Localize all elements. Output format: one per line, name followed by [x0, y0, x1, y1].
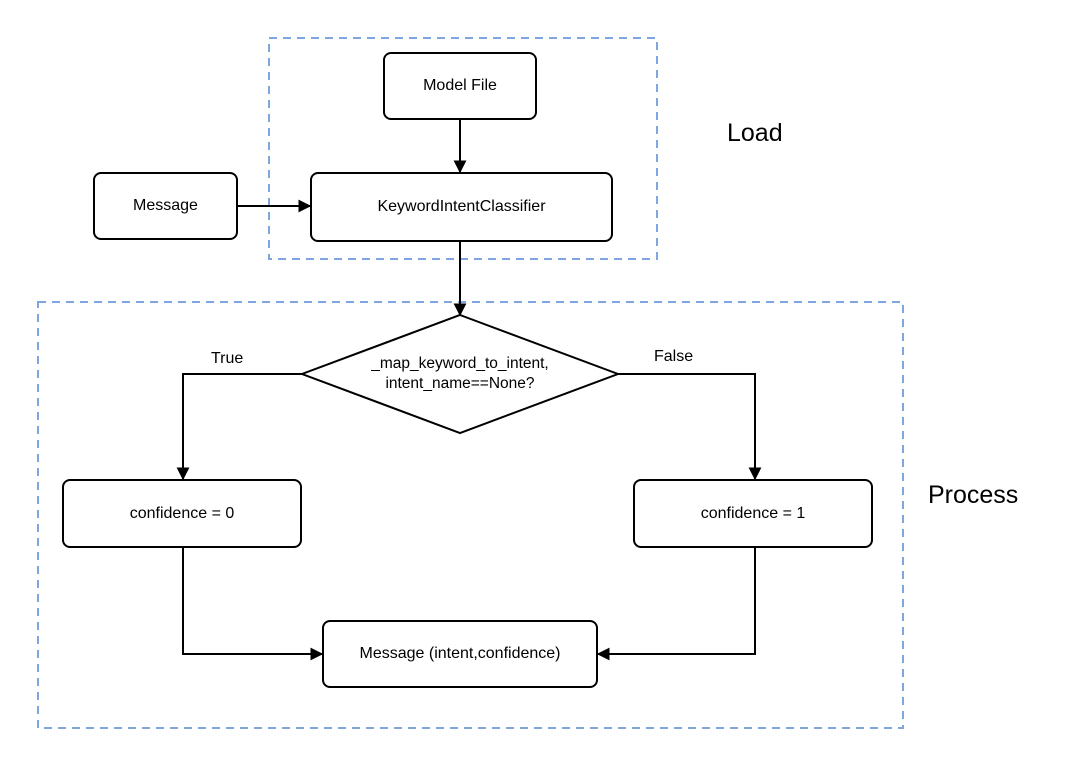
node-message-input-label: Message	[133, 197, 198, 214]
decision-diamond-label: _map_keyword_to_intent, intent_name==Non…	[371, 354, 549, 392]
node-confidence-0-label: confidence = 0	[129, 504, 235, 522]
node-message-input: Message	[93, 172, 238, 240]
edge-decision-false-to-confidence1	[618, 373, 762, 481]
process-group-boundary	[37, 301, 904, 729]
node-confidence-1-label: confidence = 1	[700, 504, 806, 522]
node-confidence-0: confidence = 0	[62, 479, 302, 548]
edge-confidence0-to-messageout	[182, 548, 324, 661]
node-confidence-1: confidence = 1	[633, 479, 873, 548]
load-group-boundary	[268, 37, 658, 260]
node-keyword-intent-classifier: KeywordIntentClassifier	[310, 172, 613, 242]
load-group-label: Load	[727, 119, 783, 147]
edge-decision-true-to-confidence0	[176, 373, 302, 481]
node-message-output: Message (intent,confidence)	[322, 620, 598, 688]
node-model-file: Model File	[383, 52, 537, 120]
edge-label-false: False	[652, 348, 696, 366]
decision-diamond-shape	[299, 313, 621, 435]
node-model-file-label: Model File	[423, 77, 497, 94]
node-message-output-label: Message (intent,confidence)	[359, 645, 561, 662]
edge-label-true: True	[209, 350, 246, 368]
edge-confidence1-to-messageout	[596, 548, 756, 661]
node-keyword-intent-classifier-label: KeywordIntentClassifier	[377, 198, 546, 215]
process-group-label: Process	[928, 481, 1019, 509]
